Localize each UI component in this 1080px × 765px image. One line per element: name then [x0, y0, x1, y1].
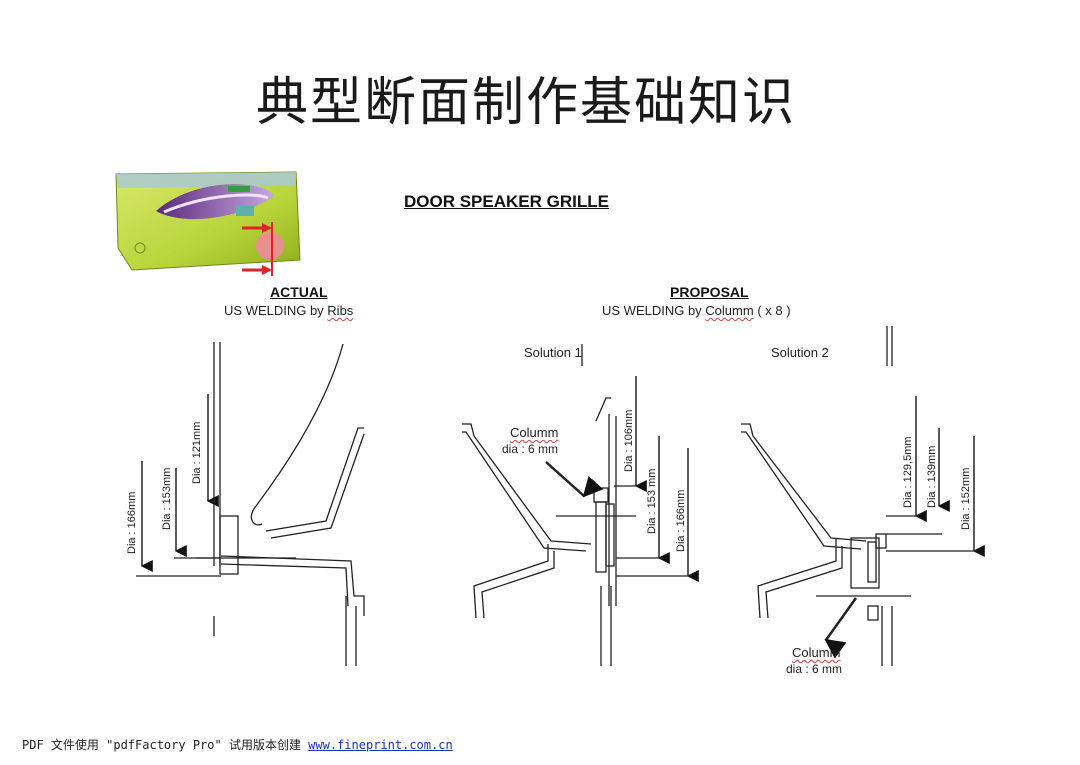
door-thumbnail — [115, 171, 301, 276]
proposal-heading: PROPOSAL — [670, 284, 749, 300]
solution2-dim-129: Dia : 129,5mm — [902, 436, 914, 508]
footer-text: PDF 文件使用 "pdfFactory Pro" 试用版本创建 — [22, 738, 309, 752]
proposal-subtitle: US WELDING by Columm ( x 8 ) — [602, 303, 791, 318]
actual-subtitle: US WELDING by Ribs — [224, 303, 354, 318]
solution2-dim-139: Dia : 139mm — [926, 445, 938, 508]
page-title: 典型断面制作基础知识 — [255, 73, 796, 133]
solution1-callout-word: Columm — [510, 425, 559, 440]
actual-section-drawing — [136, 342, 365, 666]
solution2-dim-152: Dia : 152mm — [960, 467, 972, 530]
actual-dim-166: Dia : 166mm — [126, 491, 138, 554]
solution2-callout-dia: dia : 6 mm — [786, 662, 843, 676]
actual-dim-153: Dia : 153mm — [161, 467, 173, 530]
solution2-label: Solution 2 — [771, 345, 829, 360]
solution1-dim-106: Dia : 106mm — [623, 409, 635, 472]
diagram-heading: DOOR SPEAKER GRILLE — [404, 192, 609, 211]
actual-dim-121: Dia : 121mm — [191, 421, 203, 484]
section-diagram: DOOR SPEAKER GRILLE ACTUAL US WELDING by… — [96, 166, 988, 690]
solution1-dim-166: Dia : 166mm — [675, 489, 687, 552]
footer-link[interactable]: www.fineprint.com.cn — [308, 738, 453, 752]
solution2-section-drawing — [741, 326, 985, 666]
solution1-section-drawing — [462, 344, 699, 666]
solution1-dim-153: Dia : 153 mm — [646, 468, 658, 534]
solution2-callout-word: Columm — [792, 645, 841, 660]
diagram-drawing — [115, 171, 985, 666]
solution1-label: Solution 1 — [524, 345, 582, 360]
actual-heading: ACTUAL — [270, 284, 328, 300]
solution1-callout-dia: dia : 6 mm — [502, 442, 559, 456]
footer-note: PDF 文件使用 "pdfFactory Pro" 试用版本创建 www.fin… — [22, 736, 453, 753]
